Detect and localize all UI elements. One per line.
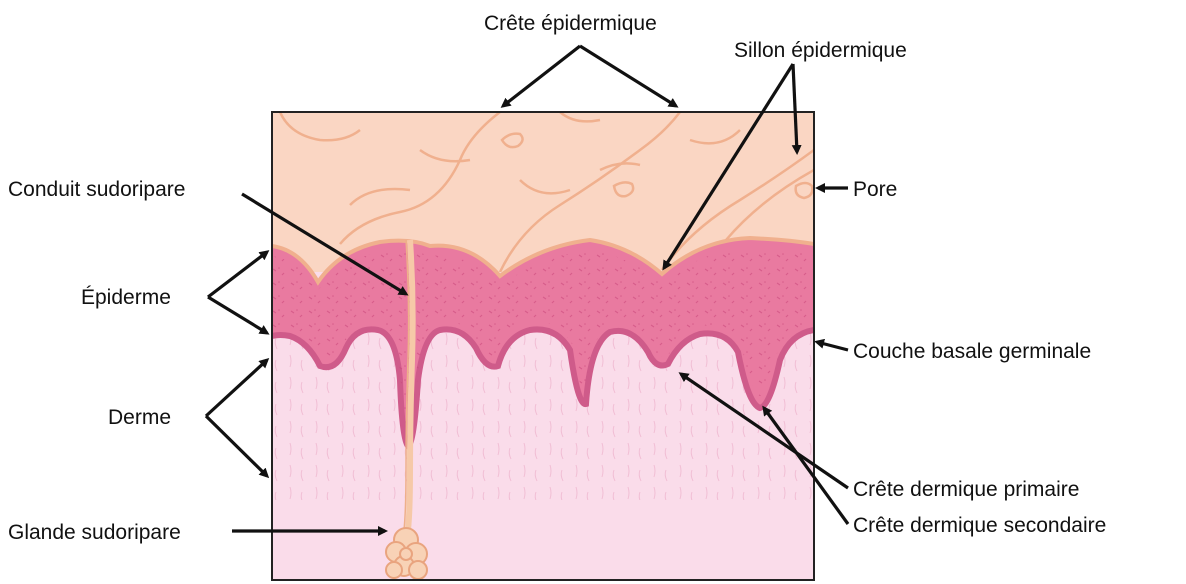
label-sillon-epidermique: Sillon épidermique bbox=[734, 39, 907, 62]
arrow-couche-basale bbox=[817, 342, 848, 350]
arrow-epiderme-up bbox=[208, 252, 267, 297]
arrow-derme-up bbox=[206, 360, 267, 416]
arrow-crete-epidermique-left bbox=[503, 46, 580, 106]
label-crete-dermique-primaire: Crête dermique primaire bbox=[853, 478, 1079, 501]
arrow-derme-down bbox=[206, 416, 267, 476]
label-pore: Pore bbox=[853, 178, 897, 201]
skin-block bbox=[272, 112, 814, 580]
label-crete-epidermique: Crête épidermique bbox=[484, 12, 657, 35]
label-epiderme: Épiderme bbox=[81, 286, 171, 309]
label-crete-dermique-secondaire: Crête dermique secondaire bbox=[853, 514, 1106, 537]
label-conduit-sudoripare: Conduit sudoripare bbox=[8, 178, 185, 201]
label-couche-basale: Couche basale germinale bbox=[853, 340, 1091, 363]
arrow-crete-epidermique-right bbox=[580, 46, 676, 106]
arrow-epiderme-down bbox=[208, 297, 267, 333]
label-derme: Derme bbox=[108, 406, 171, 429]
label-glande-sudoripare: Glande sudoripare bbox=[8, 521, 181, 544]
